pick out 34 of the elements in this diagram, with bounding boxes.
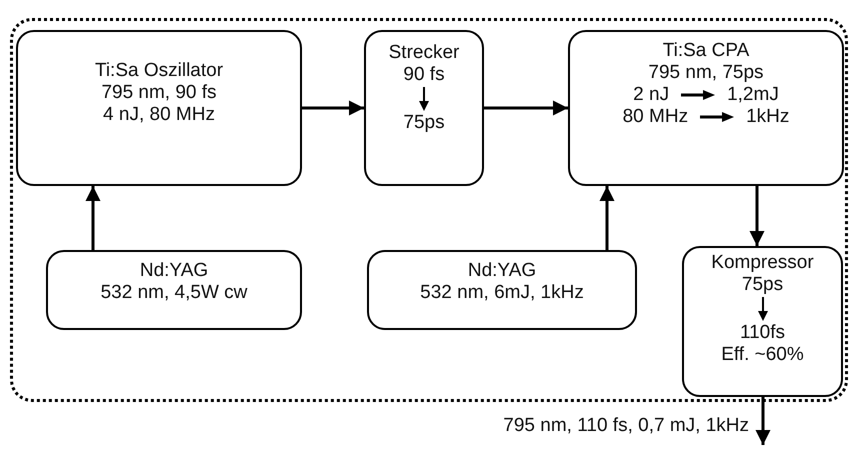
node-text: 75ps bbox=[742, 274, 784, 296]
node-text: 1kHz bbox=[746, 106, 790, 128]
node-text: Eff. ~60% bbox=[721, 344, 804, 366]
node-text: 4 nJ, 80 MHz bbox=[103, 104, 215, 126]
node-title: Strecker bbox=[388, 42, 460, 64]
arrow bbox=[302, 100, 364, 116]
process-box bbox=[364, 30, 484, 186]
arrow bbox=[484, 100, 568, 116]
node-text: 1,2mJ bbox=[727, 84, 779, 106]
node-text: 110fs bbox=[740, 322, 786, 344]
node-text: 795 nm, 75ps bbox=[648, 62, 764, 84]
node-title: Nd:YAG bbox=[468, 260, 536, 282]
arrow bbox=[600, 186, 614, 250]
node-text: 75ps bbox=[403, 112, 445, 134]
node-text: 795 nm, 90 fs bbox=[101, 82, 217, 104]
node-title: Nd:YAG bbox=[140, 260, 208, 282]
node-text: 2 nJ bbox=[633, 84, 670, 106]
edge-label: 795 nm, 110 fs, 0,7 mJ, 1kHz bbox=[503, 415, 749, 437]
node-text: 532 nm, 6mJ, 1kHz bbox=[420, 282, 584, 304]
node-text: 90 fs bbox=[403, 64, 445, 86]
process-box bbox=[16, 30, 302, 186]
node-text: 532 nm, 4,5W cw bbox=[100, 282, 248, 304]
arrow bbox=[750, 186, 764, 246]
system-boundary bbox=[10, 18, 848, 402]
process-box bbox=[46, 250, 302, 330]
arrow bbox=[86, 186, 100, 250]
node-text: 80 MHz bbox=[622, 106, 688, 128]
node-title: Kompressor bbox=[711, 252, 814, 274]
node-title: Ti:Sa CPA bbox=[662, 40, 750, 62]
node-title: Ti:Sa Oszillator bbox=[94, 60, 224, 82]
process-box bbox=[367, 250, 637, 330]
process-box bbox=[568, 30, 844, 186]
arrow bbox=[756, 397, 770, 445]
process-box bbox=[682, 246, 843, 397]
